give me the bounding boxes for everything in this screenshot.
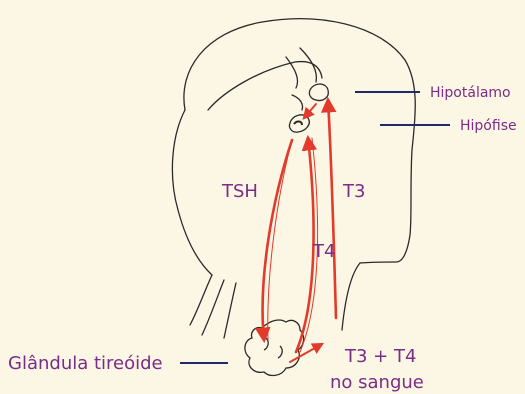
t3-label: T3 [342,181,365,202]
head-outline [172,19,415,338]
feedback-arrows [263,100,336,362]
hypothalamus-shape [309,84,328,101]
blood-label-line1: T3 + T4 [344,346,416,367]
thyroid-shape [245,320,304,375]
thyroid-label: Glândula tireóide [8,353,163,374]
tsh-arrow [263,140,292,340]
blood-label-line2: no sangue [330,372,424,393]
t4-arrow [296,138,314,352]
hypothalamus-to-pituitary-arrow [304,104,316,118]
t4-label: T4 [312,241,335,262]
tsh-label: TSH [221,181,258,202]
release-arrow [290,344,322,362]
hypothalamus-label: Hipotálamo [430,85,511,101]
pituitary-shape [289,115,309,132]
t3-arrow [328,100,336,318]
pituitary-label: Hipófise [460,118,517,134]
